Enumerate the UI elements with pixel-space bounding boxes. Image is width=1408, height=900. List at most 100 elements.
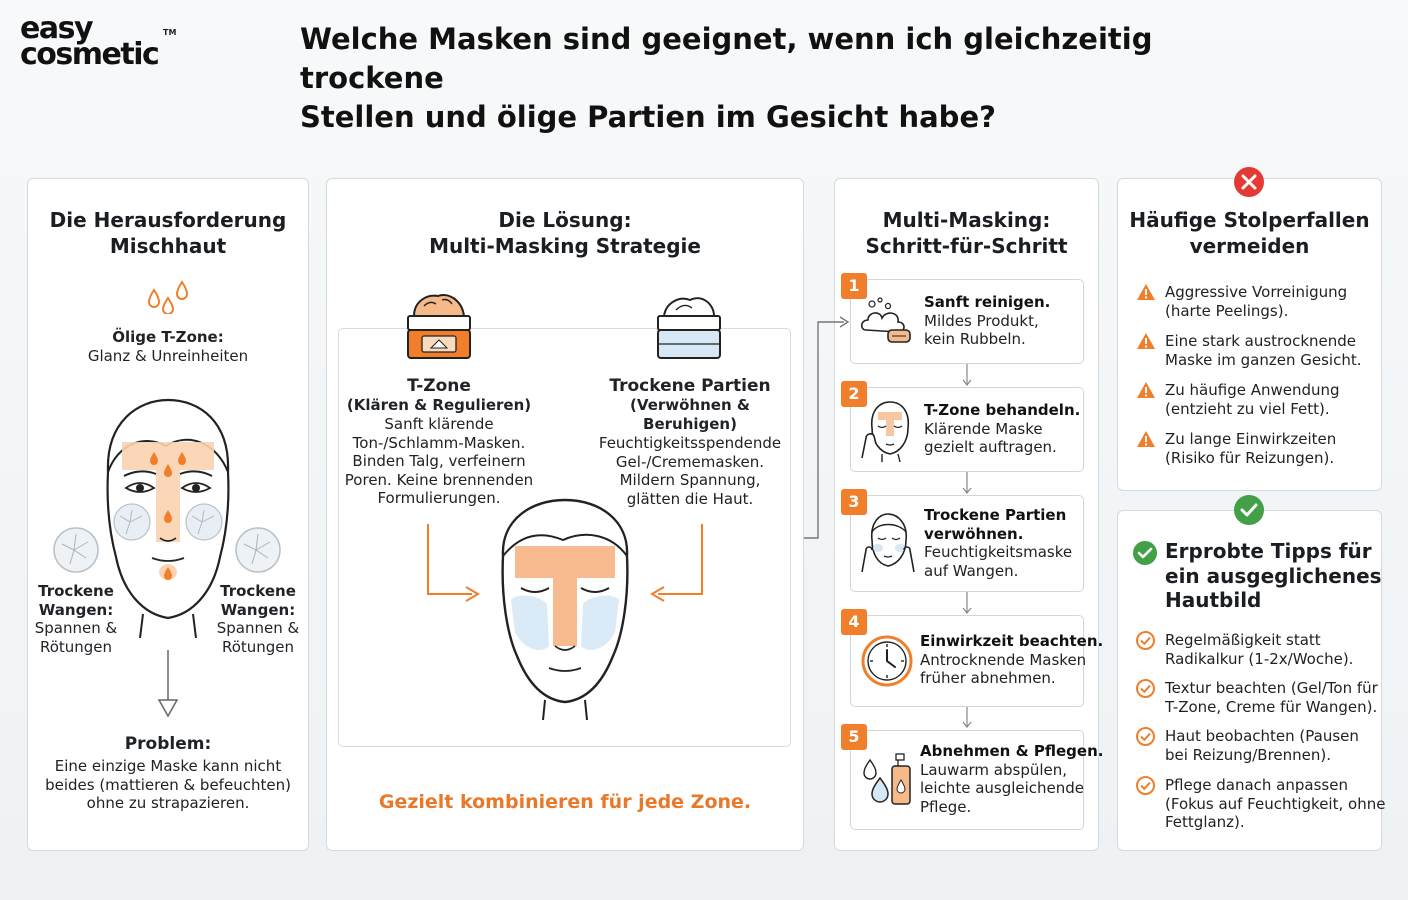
pitfalls-title: Häufige Stolperfallen vermeiden xyxy=(1118,207,1381,259)
dry-right-title1: Trockene xyxy=(220,582,296,600)
step-text-2: T-Zone behandeln. Klärende Maske gezielt… xyxy=(924,401,1080,457)
step-4-line2: früher abnehmen. xyxy=(920,669,1056,687)
solution-title-line1: Die Lösung: xyxy=(498,208,632,232)
orange-check-icon xyxy=(1136,727,1155,746)
steps-connector-lines xyxy=(962,364,972,728)
dry-solution-info: Trockene Partien (Verwöhnen & Beruhigen)… xyxy=(590,376,790,508)
step-5-line1: Lauwarm abspülen, xyxy=(920,760,1068,779)
orange-check-icon xyxy=(1136,631,1155,650)
dry-right-title2: Wangen: xyxy=(220,600,296,619)
dry-right-desc2: Rötungen xyxy=(221,637,295,656)
solution-title: Die Lösung: Multi-Masking Strategie xyxy=(327,207,803,259)
dry-left-desc2: Rötungen xyxy=(39,637,113,656)
tzone-solution-info: T-Zone (Klären & Regulieren) Sanft kläre… xyxy=(340,376,538,508)
dry-cheeks-right-info: Trockene Wangen: Spannen & Rötungen xyxy=(210,582,306,656)
cream-mask-jar-icon xyxy=(657,297,721,359)
step-3-title2: verwöhnen. xyxy=(924,524,1024,543)
steps-title: Multi-Masking: Schritt-für-Schritt xyxy=(835,207,1098,259)
step-badge-5: 5 xyxy=(841,724,867,750)
problem-line2: beides (mattieren & befeuchten) xyxy=(45,775,291,794)
step-2-line2: gezielt auftragen. xyxy=(924,438,1057,456)
tzone-line3: Binden Talg, verfeinern xyxy=(352,452,526,470)
step-1-line2: kein Rubbeln. xyxy=(924,330,1026,348)
dry-cheeks-left-info: Trockene Wangen: Spannen & Rötungen xyxy=(28,582,124,656)
step-badge-2: 2 xyxy=(841,381,867,407)
step-4-title: Einwirkzeit beachten. xyxy=(920,632,1104,650)
step-text-1: Sanft reinigen. Mildes Produkt, kein Rub… xyxy=(924,293,1050,349)
step-1-line1: Mildes Produkt, xyxy=(924,311,1039,330)
pitfalls-title-line1: Häufige Stolperfallen xyxy=(1129,208,1370,232)
pitfall-text-3: Zu häufige Anwendung(entzieht zu viel Fe… xyxy=(1165,381,1340,418)
tzone-line2: Ton-/Schlamm-Masken. xyxy=(352,433,526,452)
step-4-line1: Antrocknende Masken xyxy=(920,650,1087,669)
tzone-line4: Poren. Keine brennenden xyxy=(344,470,534,489)
step-5-title: Abnehmen & Pflegen. xyxy=(920,742,1104,760)
steps-title-line2: Schritt-für-Schritt xyxy=(865,234,1068,258)
warning-icon xyxy=(1137,382,1155,398)
clay-mask-jar-icon xyxy=(407,294,471,359)
step-5-line3: Pflege. xyxy=(920,797,972,816)
challenge-title: Die Herausforderung Mischhaut xyxy=(28,207,308,259)
warning-icon xyxy=(1137,333,1155,349)
clock-icon xyxy=(861,635,913,687)
step-3-line2: auf Wangen. xyxy=(924,561,1019,580)
face-cheeks-icon xyxy=(861,513,915,573)
tips-panel xyxy=(1117,510,1382,851)
dry-skin-left-icon xyxy=(53,527,99,573)
check-circle-icon xyxy=(1133,541,1157,565)
problem-line1: Eine einzige Maske kann nicht xyxy=(54,757,282,775)
step-3-title1: Trockene Partien xyxy=(924,506,1067,524)
dry-line2: Gel-/Crememasken. xyxy=(615,452,765,471)
arrow-right-orange-icon xyxy=(427,524,480,602)
challenge-title-line1: Die Herausforderung xyxy=(49,208,287,232)
challenge-title-line2: Mischhaut xyxy=(109,234,227,258)
success-check-icon xyxy=(1234,495,1264,525)
problem-info: Problem: Eine einzige Maske kann nicht b… xyxy=(40,734,296,813)
orange-check-icon xyxy=(1136,679,1155,698)
tzone-title: T-Zone xyxy=(407,376,471,396)
pitfall-text-1: Aggressive Vorreinigung(harte Peelings). xyxy=(1165,283,1348,320)
logo-trademark: TM xyxy=(163,28,177,37)
step-1-title: Sanft reinigen. xyxy=(924,293,1051,311)
face-solution-illustration xyxy=(501,498,629,721)
solution-footer: Gezielt kombinieren für jede Zone. xyxy=(378,791,752,813)
problem-label: Problem: xyxy=(124,734,212,754)
dry-subtitle1: (Verwöhnen & xyxy=(630,396,750,414)
dry-left-title2: Wangen: xyxy=(38,600,114,619)
step-text-5: Abnehmen & Pflegen. Lauwarm abspülen, le… xyxy=(920,742,1103,816)
step-3-line1: Feuchtigkeitsmaske xyxy=(924,543,1073,561)
tips-title: Erprobte Tipps für ein ausgeglichenes Ha… xyxy=(1165,539,1382,613)
tips-title-line1: Erprobte Tipps für xyxy=(1165,539,1372,563)
oily-tzone-desc: Glanz & Unreinheiten xyxy=(87,347,249,365)
tips-title-line2: ein ausgeglichenes xyxy=(1165,563,1382,588)
step-2-title: T-Zone behandeln. xyxy=(924,401,1081,419)
dry-line4: glätten die Haut. xyxy=(626,489,754,508)
error-x-icon xyxy=(1234,167,1264,197)
oily-tzone-info: Ölige T-Zone: Glanz & Unreinheiten xyxy=(60,328,276,366)
dry-line1: Feuchtigkeitsspendende xyxy=(598,434,782,452)
arrow-left-orange-icon xyxy=(650,524,703,602)
dry-line3: Mildern Spannung, xyxy=(619,471,761,489)
page-title-line1: Welche Masken sind geeignet, wenn ich gl… xyxy=(300,22,1153,95)
tzone-subtitle: (Klären & Regulieren) xyxy=(346,396,532,414)
step-5-line2: leichte ausgleichende xyxy=(920,779,1085,797)
foam-soap-icon xyxy=(860,297,911,343)
tzone-line5: Formulierungen. xyxy=(377,489,501,507)
page-title-line2: Stellen und ölige Partien im Gesicht hab… xyxy=(300,100,996,134)
step-badge-3: 3 xyxy=(841,489,867,515)
step-badge-1: 1 xyxy=(841,273,867,299)
steps-title-line1: Multi-Masking: xyxy=(882,208,1051,232)
down-arrow-icon xyxy=(157,650,179,718)
step-text-4: Einwirkzeit beachten. Antrocknende Maske… xyxy=(920,632,1103,688)
orange-check-icon xyxy=(1136,776,1155,795)
oil-drops-icon xyxy=(147,280,189,314)
dry-left-desc1: Spannen & xyxy=(34,619,118,637)
warning-icon xyxy=(1137,431,1155,447)
dry-title: Trockene Partien xyxy=(609,376,771,396)
connector-arrow-icon xyxy=(804,316,850,539)
dry-skin-right-icon xyxy=(235,527,281,573)
